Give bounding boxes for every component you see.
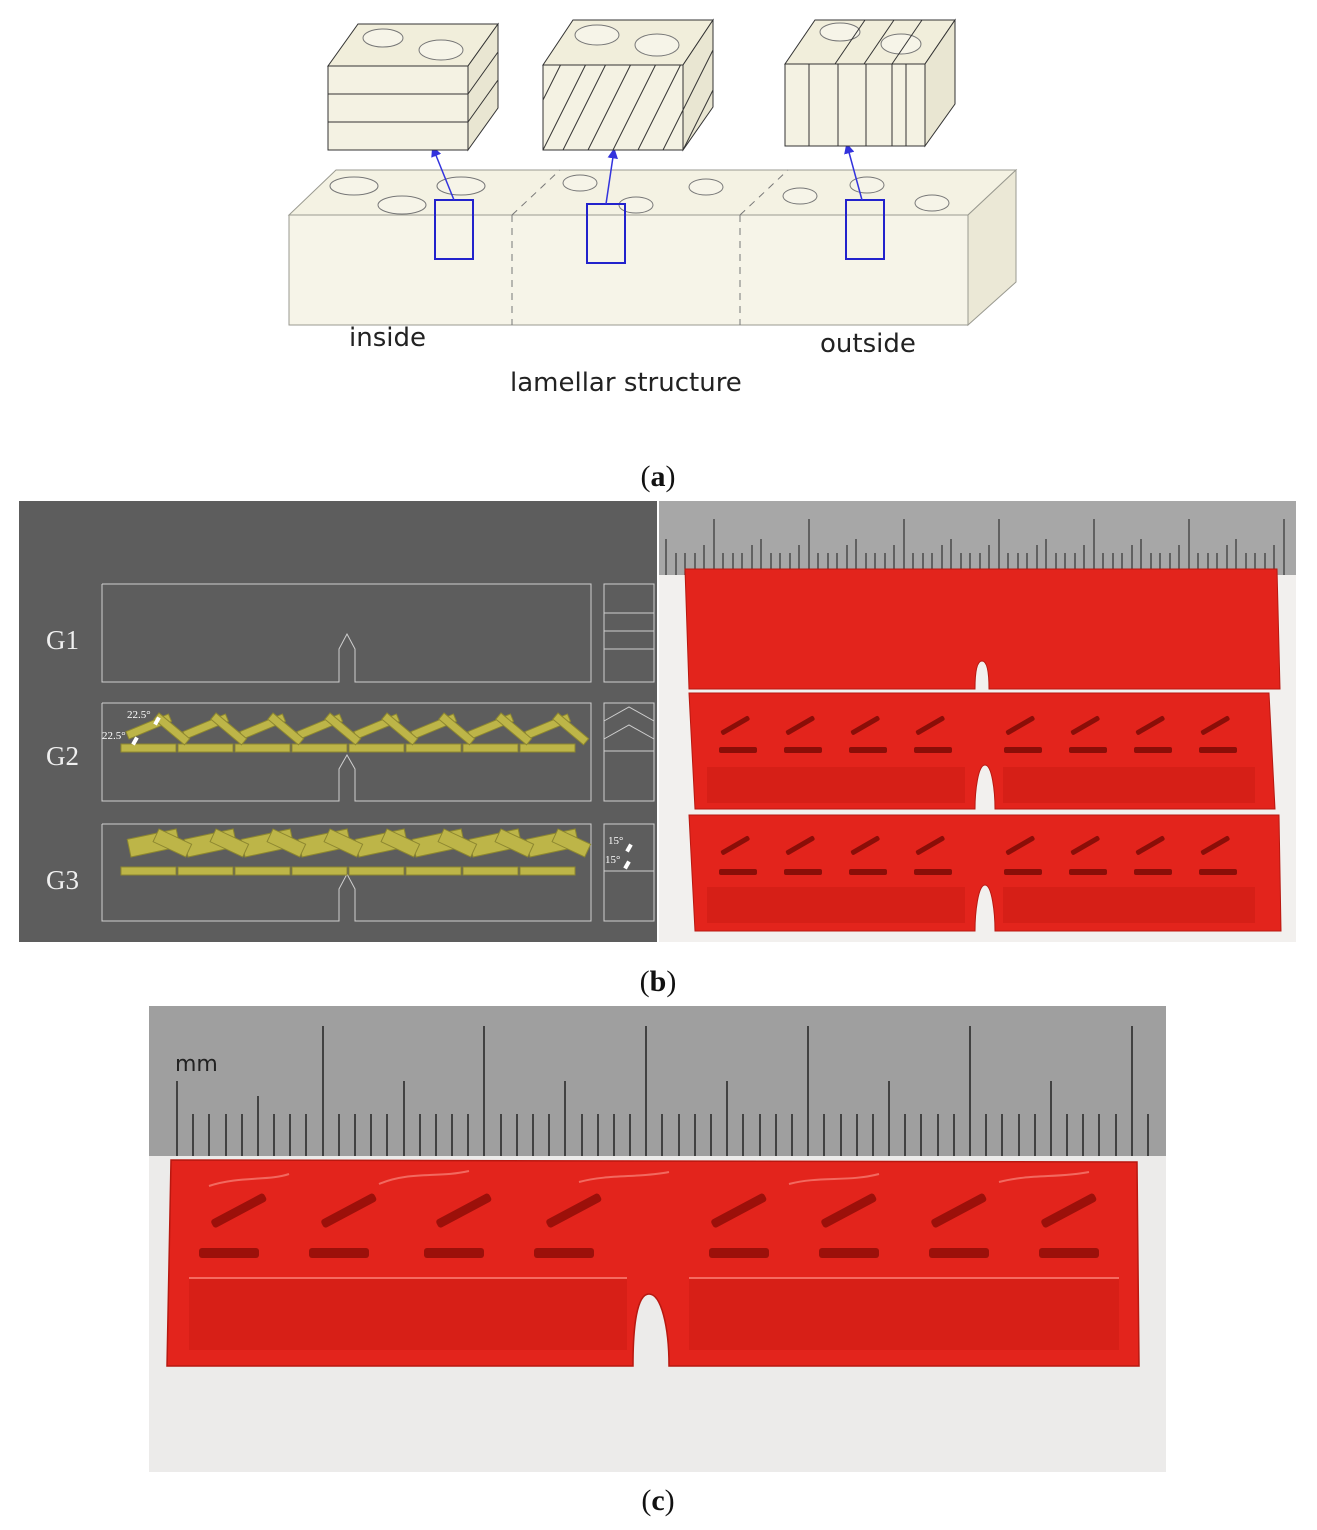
cube-vertical-lamellae — [784, 18, 956, 148]
cad-panel: G1 G2 G3 22.5° 22.5° 15° 15° — [19, 501, 657, 942]
ruler-ticks — [176, 1026, 1149, 1156]
g3-lamellae — [120, 828, 592, 876]
angle-label-g2-top: 22.5° — [127, 709, 151, 721]
g1-specimen-outline — [101, 583, 655, 683]
printed-specimen-closeup: mm — [149, 1006, 1166, 1472]
arrow-outside — [844, 142, 863, 201]
printed-g2 — [688, 692, 1276, 810]
caption-a: (a) — [640, 460, 676, 493]
arrow-middle — [605, 147, 618, 205]
printed-g3 — [688, 814, 1282, 932]
g3-specimen-outline — [101, 823, 655, 922]
cad-drawing — [101, 583, 655, 922]
label-lamellar-structure: lamellar structure — [510, 368, 742, 398]
label-outside: outside — [820, 329, 916, 359]
base-block — [287, 168, 1018, 327]
label-g3: G3 — [46, 865, 79, 895]
outside-highlight-box — [845, 199, 885, 260]
angle-label-g2-bottom: 22.5° — [102, 730, 126, 742]
g2-specimen-outline — [101, 702, 655, 802]
printed-specimens-photo — [659, 501, 1296, 942]
lamellar-structure-diagram — [287, 18, 1018, 327]
g2-lamellae — [120, 712, 590, 753]
ruler-unit-label: mm — [175, 1052, 218, 1077]
caption-c: (c) — [641, 1484, 675, 1517]
angle-label-g3-bottom: 15° — [605, 854, 621, 866]
label-inside: inside — [349, 323, 426, 353]
cube-diagonal-lamellae — [542, 18, 714, 152]
label-g2: G2 — [46, 741, 79, 771]
arrow-inside — [431, 146, 455, 201]
caption-b: (b) — [639, 965, 677, 998]
closeup-specimen — [166, 1159, 1140, 1367]
angle-label-g3-top: 15° — [608, 835, 624, 847]
cube-horizontal-lamellae — [327, 22, 499, 152]
label-g1: G1 — [46, 625, 79, 655]
printed-g1 — [684, 568, 1281, 690]
